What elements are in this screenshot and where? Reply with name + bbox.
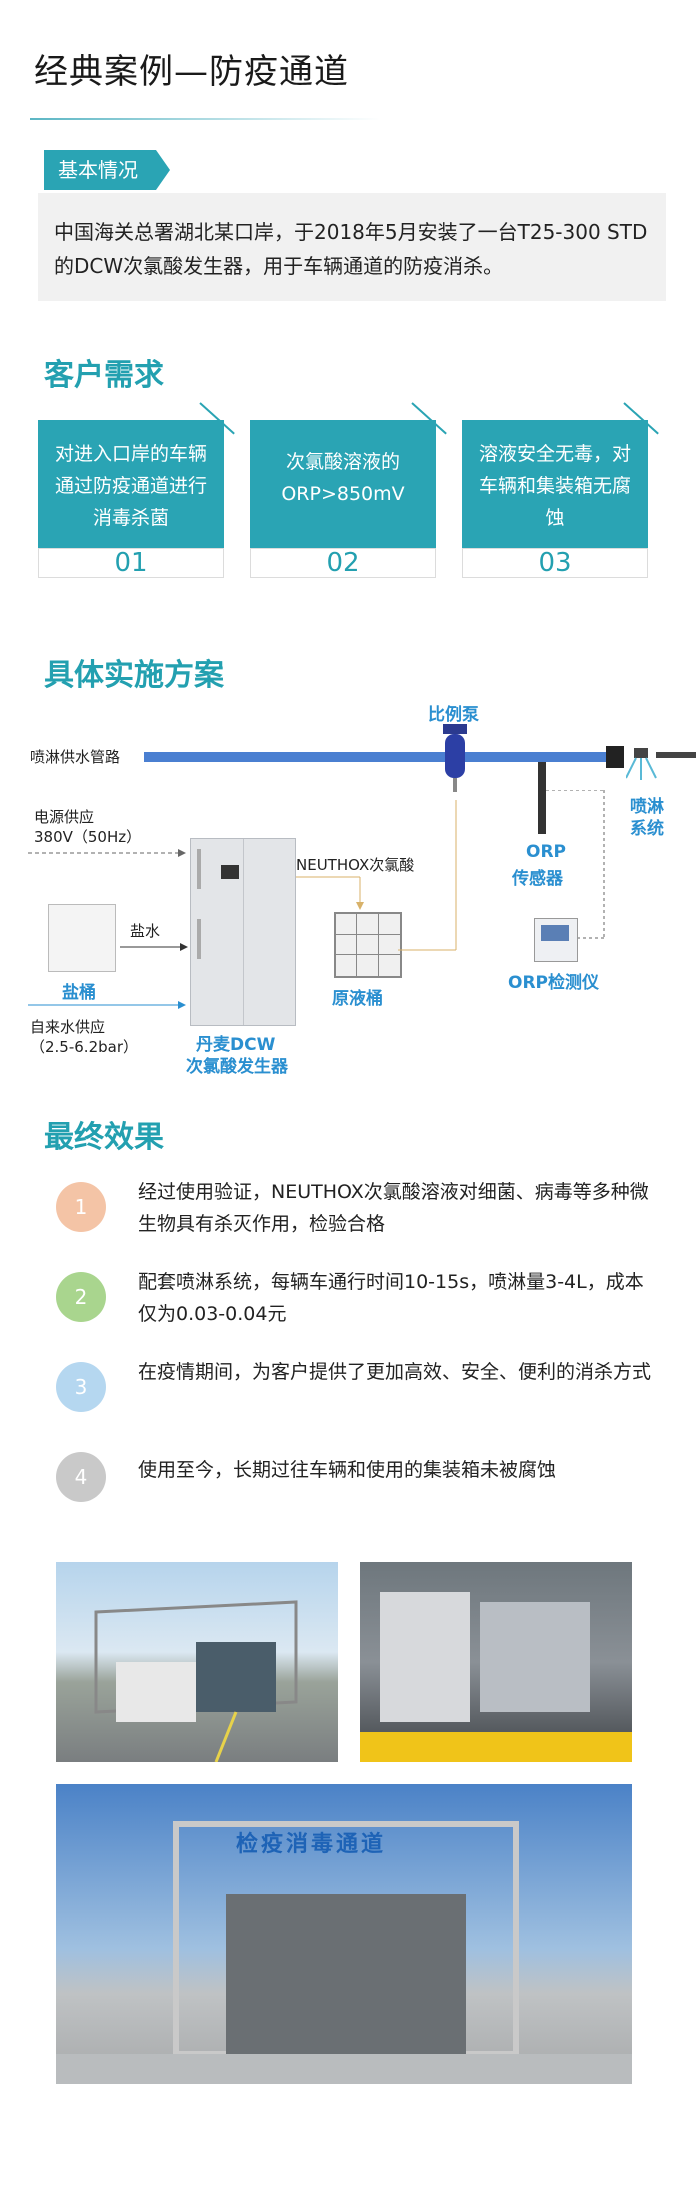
power-voltage: 380V（50Hz） — [34, 828, 142, 846]
generator-label-1: 丹麦DCW — [196, 1035, 276, 1055]
power-arrow — [28, 849, 186, 857]
need-card-text: 次氯酸溶液的ORP>850mV — [281, 451, 405, 505]
effect-number-badge: 2 — [56, 1272, 106, 1322]
need-card-1: 对进入口岸的车辆通过防疫通道进行消毒杀菌 — [38, 420, 224, 548]
effects-heading: 最终效果 — [44, 1120, 164, 1155]
salt-bucket — [48, 904, 116, 972]
effect-text: 使用至今，长期过往车辆和使用的集装箱未被腐蚀 — [138, 1459, 557, 1481]
effect-text: 经过使用验证，NEUTHOX次氯酸溶液对细菌、病毒等多种微生物具有杀灭作用，检验… — [138, 1181, 649, 1235]
power-label: 电源供应 — [34, 808, 95, 826]
pipe-end — [606, 746, 624, 768]
water-pipe — [144, 752, 606, 762]
salt-bucket-label: 盐桶 — [62, 983, 96, 1003]
water-supply-label: 自来水供应 — [30, 1018, 106, 1036]
raw-liquid-tank — [334, 912, 402, 978]
effect-text: 配套喷淋系统，每辆车通行时间10-15s，喷淋量3-4L，成本仅为0.03-0.… — [138, 1271, 644, 1325]
neuthox-arrow — [296, 876, 364, 910]
photo-disinfection-gate: 检疫消毒通道 — [56, 1784, 632, 2084]
generator-label-2: 次氯酸发生器 — [186, 1057, 288, 1077]
need-card-number: 01 — [38, 548, 224, 578]
salt-water-arrow — [120, 943, 188, 951]
effect-number-badge: 3 — [56, 1362, 106, 1412]
orp-meter-label: ORP检测仪 — [508, 973, 600, 993]
tank-to-pump-line — [398, 800, 457, 951]
effect-number-badge: 1 — [56, 1182, 106, 1232]
need-card-2: 次氯酸溶液的ORP>850mV — [250, 420, 436, 548]
generator-screen — [221, 865, 239, 879]
orp-sensor-label-1: ORP — [526, 842, 567, 862]
need-card-text: 溶液安全无毒，对车辆和集装箱无腐蚀 — [478, 443, 631, 529]
gate-banner-text: 检疫消毒通道 — [236, 1832, 387, 1857]
basic-info-box: 中国海关总署湖北某口岸，于2018年5月安装了一台T25-300 STD的DCW… — [38, 193, 666, 301]
water-supply-pressure: （2.5-6.2bar） — [30, 1038, 139, 1056]
need-card-number: 02 — [250, 548, 436, 578]
water-supply-arrow — [28, 1001, 186, 1009]
orp-sensor-icon — [538, 762, 546, 834]
effect-text: 在疫情期间，为客户提供了更加高效、安全、便利的消杀方式 — [138, 1361, 652, 1383]
orp-wire — [546, 790, 605, 939]
photo-equipment-room — [360, 1562, 632, 1762]
orp-sensor-label-2: 传感器 — [512, 869, 563, 889]
needs-heading: 客户需求 — [44, 358, 164, 393]
orp-meter-icon — [534, 918, 578, 962]
dcw-generator — [190, 838, 296, 1026]
page-title: 经典案例—防疫通道 — [34, 52, 349, 92]
spray-label-1: 喷淋 — [630, 797, 664, 817]
spray-nozzle-icon — [626, 748, 696, 780]
photo-truck-passage — [56, 1562, 338, 1762]
need-card-text: 对进入口岸的车辆通过防疫通道进行消毒杀菌 — [54, 443, 207, 529]
effect-number-badge: 4 — [56, 1452, 106, 1502]
tank-label: 原液桶 — [332, 989, 383, 1009]
effect-item-1: 1 经过使用验证，NEUTHOX次氯酸溶液对细菌、病毒等多种微生物具有杀灭作用，… — [56, 1176, 656, 1246]
pump-label: 比例泵 — [428, 705, 479, 725]
neuthox-label: NEUTHOX次氯酸 — [296, 856, 415, 874]
need-card-number: 03 — [462, 548, 648, 578]
pipe-label: 喷淋供水管路 — [30, 748, 121, 766]
effect-item-4: 4 使用至今，长期过往车辆和使用的集装箱未被腐蚀 — [56, 1446, 656, 1516]
spray-label-2: 系统 — [630, 819, 664, 839]
basic-info-text: 中国海关总署湖北某口岸，于2018年5月安装了一台T25-300 STD的DCW… — [54, 220, 648, 278]
plan-heading: 具体实施方案 — [44, 658, 224, 693]
proportional-pump-icon — [443, 724, 467, 792]
title-underline — [30, 118, 380, 120]
salt-water-label: 盐水 — [130, 922, 161, 940]
effect-item-3: 3 在疫情期间，为客户提供了更加高效、安全、便利的消杀方式 — [56, 1356, 656, 1426]
effect-item-2: 2 配套喷淋系统，每辆车通行时间10-15s，喷淋量3-4L，成本仅为0.03-… — [56, 1266, 656, 1336]
need-card-3: 溶液安全无毒，对车辆和集装箱无腐蚀 — [462, 420, 648, 548]
basic-info-tag: 基本情况 — [44, 150, 170, 190]
